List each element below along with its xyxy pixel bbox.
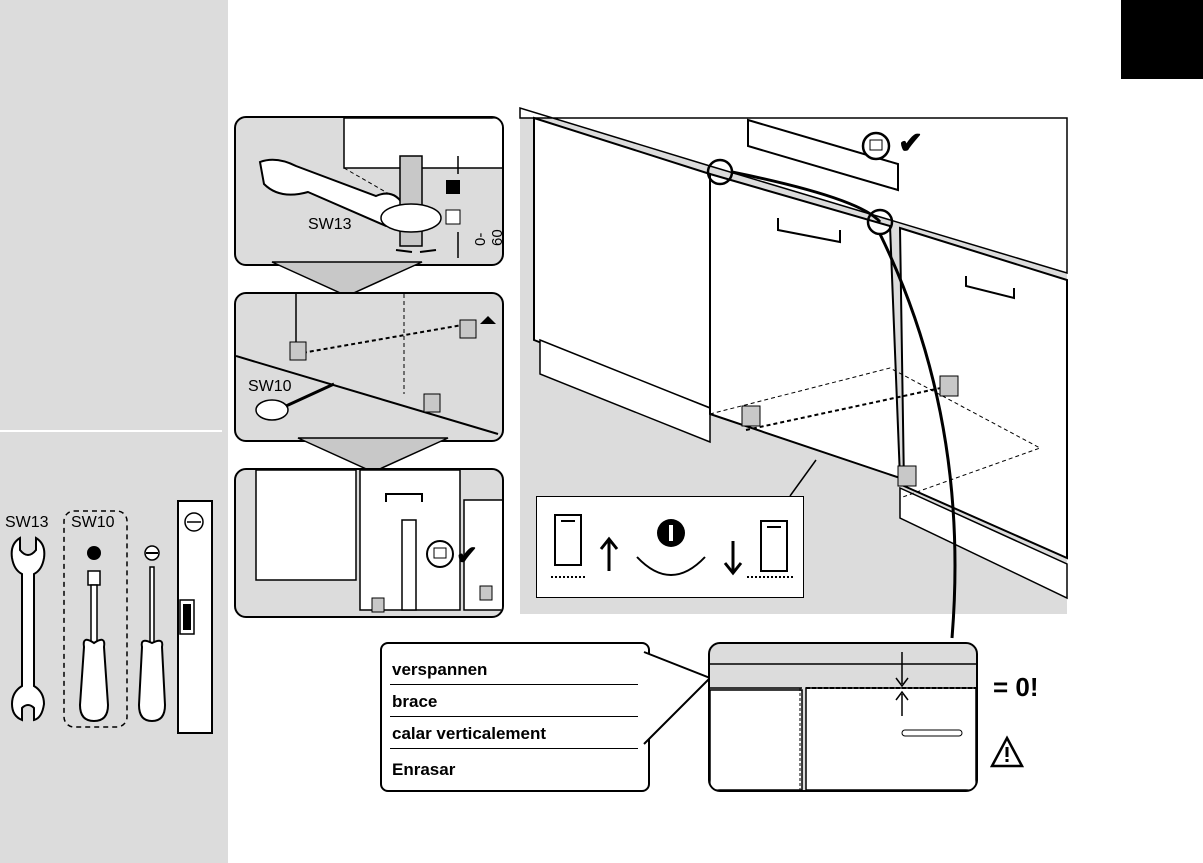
zoom-detail-drawing (710, 644, 976, 790)
hex-screwdriver-icon (78, 545, 114, 723)
flat-screwdriver-icon (136, 545, 168, 723)
term-fr: calar verticalement (392, 724, 546, 744)
tools-sidebar: SW13 SW10 (0, 0, 228, 863)
sidebar-divider (0, 430, 222, 432)
step1-range-label: 0-60 mm (472, 216, 504, 246)
term-es: Enrasar (392, 760, 455, 780)
term-divider (390, 748, 638, 749)
tool-label-sw13: SW13 (5, 514, 49, 532)
step2-tool-label: SW10 (248, 378, 292, 396)
term-en: brace (392, 692, 437, 712)
main-checkmark: ✔ (898, 126, 923, 161)
warning-triangle-icon (990, 736, 1024, 768)
term-divider (390, 716, 638, 717)
adjustment-legend-drawing (537, 497, 803, 597)
main-illustration: ✔ (520, 118, 1067, 614)
step1-wrench-label: SW13 (308, 216, 352, 234)
spirit-level-icon (177, 500, 213, 735)
terms-pointer (644, 648, 712, 748)
step2-illustration (236, 294, 502, 440)
term-de: verspannen (392, 660, 487, 680)
step1-panel: SW13 0-60 mm (234, 116, 504, 266)
step3-checkmark: ✔ (456, 540, 478, 571)
zoom-detail-panel (708, 642, 978, 792)
step1-illustration (236, 118, 502, 264)
term-divider (390, 684, 638, 685)
zero-gap-label: = 0! (993, 672, 1039, 703)
terms-box: verspannen brace calar verticalement Enr… (380, 642, 650, 792)
open-end-wrench-icon (8, 536, 48, 721)
step3-panel: ✔ (234, 468, 504, 618)
step2-panel: SW10 (234, 292, 504, 442)
section-tab (1121, 0, 1203, 79)
adjustment-legend (536, 496, 804, 598)
